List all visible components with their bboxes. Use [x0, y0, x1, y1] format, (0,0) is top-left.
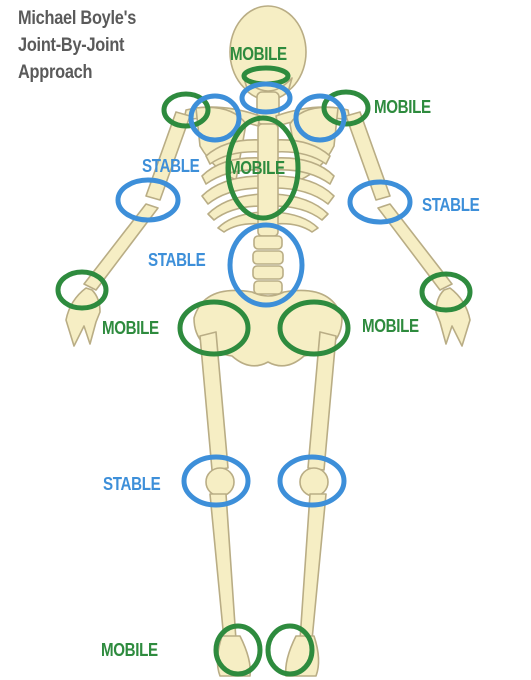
ring-knee-left-stable — [181, 454, 251, 508]
joint-rings — [55, 65, 473, 677]
pelvis — [193, 289, 343, 367]
patella-right — [299, 467, 329, 497]
label-shoulder-mobile: MOBILE — [374, 97, 431, 117]
ring-elbow-left-stable — [115, 177, 181, 223]
ring-knee-right-stable — [277, 454, 347, 508]
forearm-left — [83, 203, 159, 291]
tibia-left — [209, 493, 237, 641]
ring-hip-right-mobile — [277, 299, 351, 357]
ring-scapula-left-stable — [188, 93, 242, 143]
label-neck-mobile: MOBILE — [230, 44, 287, 64]
femur-right — [307, 331, 337, 471]
ring-shoulder-left-mobile — [161, 91, 211, 129]
hand-left — [65, 287, 101, 347]
label-scapula-stable: STABLE — [142, 156, 200, 176]
humerus-left — [145, 111, 191, 201]
femur-left — [199, 331, 229, 471]
ring-scapula-right-stable — [293, 93, 347, 143]
hand-right — [435, 287, 471, 347]
ring-hip-left-mobile — [177, 299, 251, 357]
forearm-right — [377, 203, 453, 291]
title-line-1: Michael Boyle's — [18, 8, 137, 29]
tibia-right — [299, 493, 327, 641]
label-hip-right-mobile: MOBILE — [362, 316, 419, 336]
ring-shoulder-right-mobile — [321, 89, 371, 127]
ring-elbow-right-stable — [347, 179, 413, 225]
ring-cervical-stable — [239, 81, 293, 115]
ring-ankle-left-mobile — [213, 623, 263, 677]
ring-lumbar-stable — [227, 222, 305, 308]
label-hip-left-mobile: MOBILE — [102, 318, 159, 338]
label-elbow-stable: STABLE — [422, 195, 480, 215]
label-ankle-mobile: MOBILE — [101, 640, 158, 660]
ring-thoracic-mobile — [225, 115, 301, 221]
ring-ankle-right-mobile — [265, 623, 315, 677]
title-line-2: Joint-By-Joint — [18, 35, 125, 56]
patella-left — [205, 467, 235, 497]
label-thoracic-mobile: MOBILE — [228, 158, 285, 178]
humerus-right — [345, 111, 391, 201]
ring-wrist-left-mobile — [55, 269, 109, 311]
lumbar-spine — [252, 235, 284, 295]
label-lumbar-stable: STABLE — [148, 250, 206, 270]
ring-wrist-right-mobile — [419, 271, 473, 313]
label-knee-stable: STABLE — [103, 474, 161, 494]
title-line-3: Approach — [18, 62, 93, 83]
